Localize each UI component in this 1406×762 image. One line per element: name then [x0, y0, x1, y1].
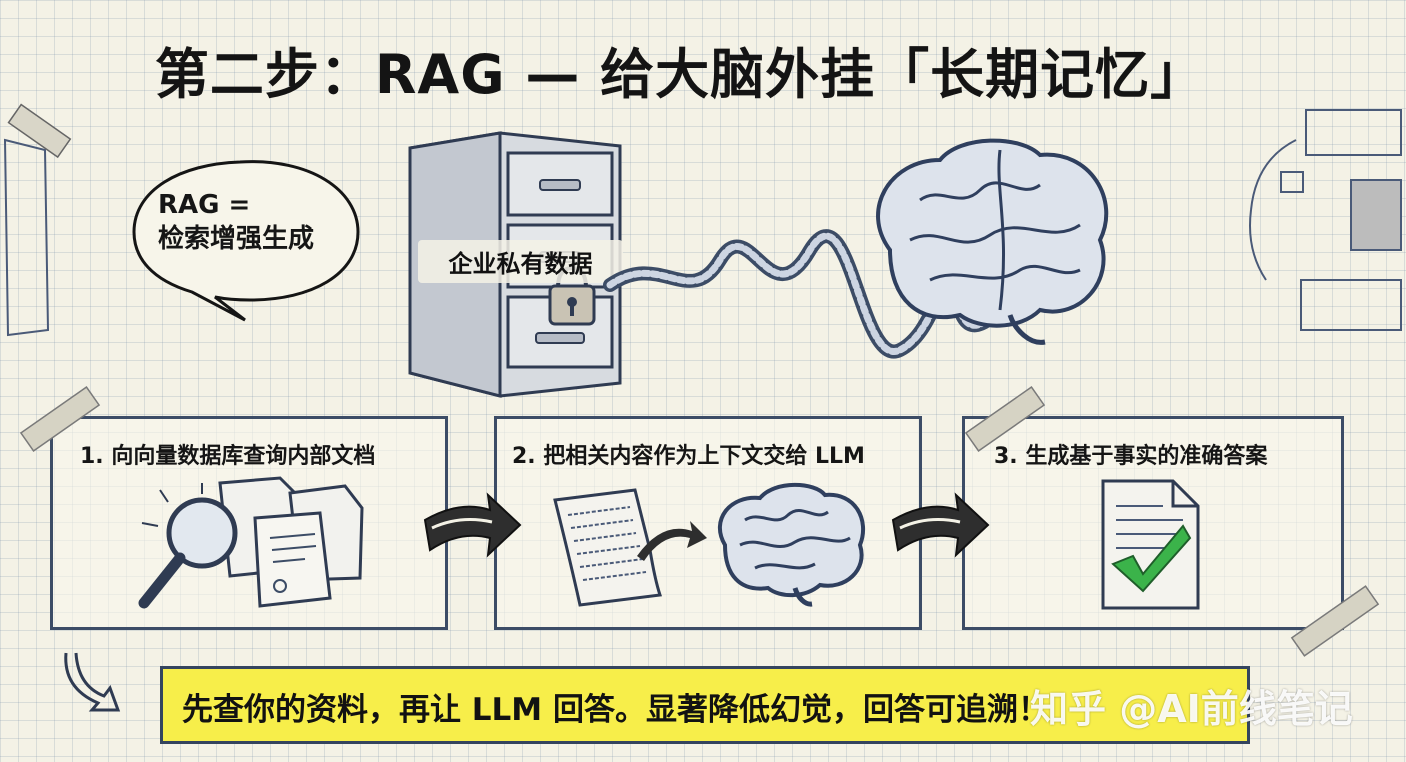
bubble-line-1: RAG =: [158, 188, 314, 222]
watermark: 知乎 @AI前线笔记: [1030, 678, 1353, 733]
step-1-label: 1. 向向量数据库查询内部文档: [80, 438, 375, 470]
speech-bubble-text: RAG = 检索增强生成: [158, 188, 314, 256]
brain-icon: [860, 130, 1120, 350]
cabinet-label: 企业私有数据: [418, 240, 623, 283]
arrow-right-icon-1: [420, 490, 530, 570]
step-2-label: 2. 把相关内容作为上下文交给 LLM: [512, 438, 865, 470]
page-title: 第二步：RAG — 给大脑外挂「长期记忆」: [0, 30, 1360, 109]
document-icon: [220, 478, 362, 606]
brain-small-icon: [710, 480, 870, 610]
checked-document-icon: [1098, 476, 1208, 616]
step-3-label: 3. 生成基于事实的准确答案: [994, 438, 1267, 470]
left-doodle-sketch: [0, 110, 80, 350]
curved-down-arrow-icon: [58, 648, 128, 718]
curved-arrow-icon: [632, 516, 712, 566]
right-doodle-sketch: [1236, 100, 1406, 340]
magnifier-documents-icon: [130, 478, 370, 618]
arrow-right-icon-2: [888, 490, 998, 570]
summary-banner-text: 先查你的资料，再让 LLM 回答。显著降低幻觉，回答可追溯！: [182, 684, 1049, 729]
bubble-line-2: 检索增强生成: [158, 222, 314, 256]
